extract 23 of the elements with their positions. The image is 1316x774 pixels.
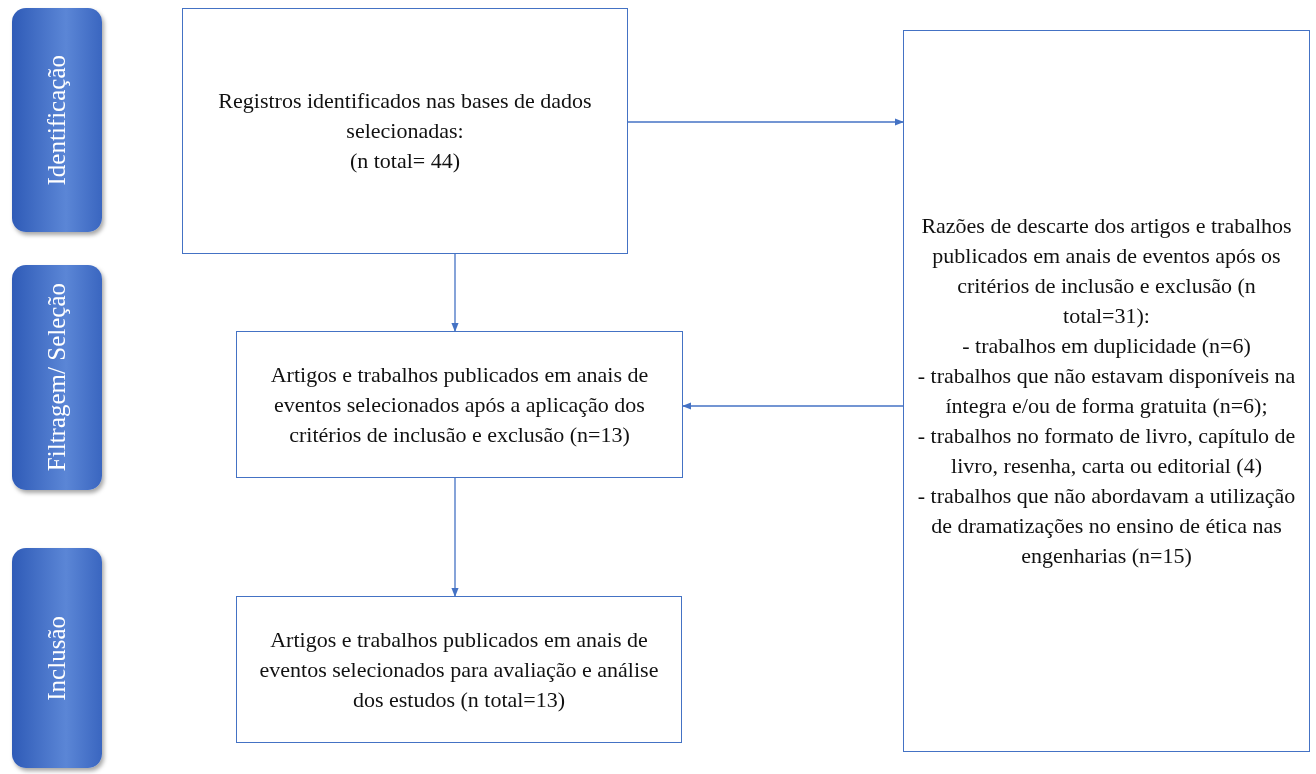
- list-item: - trabalhos no formato de livro, capítulo de livro, resenha, carta ou editorial (4): [916, 422, 1297, 480]
- process-box: [182, 8, 628, 254]
- list-item: (n total= 44): [349, 147, 461, 175]
- process-box: [236, 596, 682, 743]
- arrow: [682, 402, 904, 410]
- stage-band: [12, 265, 102, 490]
- process-box: [903, 30, 1310, 752]
- box-text: Razões de descarte dos artigos e trabalhos publicados em anais de eventos após os critérios de inclusão e exclusão (n total=31):: [920, 212, 1293, 330]
- stage-label: Identificação: [42, 54, 71, 186]
- stage-label: Inclusão: [42, 615, 71, 701]
- box-text: Registros identificados nas bases de dados selecionadas:: [217, 87, 593, 145]
- arrow: [451, 253, 459, 332]
- stage-label: Filtragem/ Seleção: [42, 283, 71, 472]
- list-item: - trabalhos que não abordavam a utilização de dramatizações no ensino de ética nas engenharias (n=15): [916, 482, 1297, 570]
- stage-band: [12, 548, 102, 768]
- list-item: - trabalhos em duplicidade (n=6): [962, 332, 1251, 360]
- arrow: [451, 477, 459, 597]
- list-item: - trabalhos que não estavam disponíveis na íntegra e/ou de forma gratuita (n=6);: [916, 362, 1297, 420]
- stage-band: [12, 8, 102, 232]
- arrow: [627, 118, 904, 126]
- box-text: Artigos e trabalhos publicados em anais de eventos selecionados após a aplicação dos critérios de inclusão e exclusão (n=13): [269, 360, 650, 449]
- process-box: [236, 331, 683, 478]
- box-text: Artigos e trabalhos publicados em anais de eventos selecionados para avaliação e análise dos estudos (n total=13): [258, 625, 660, 714]
